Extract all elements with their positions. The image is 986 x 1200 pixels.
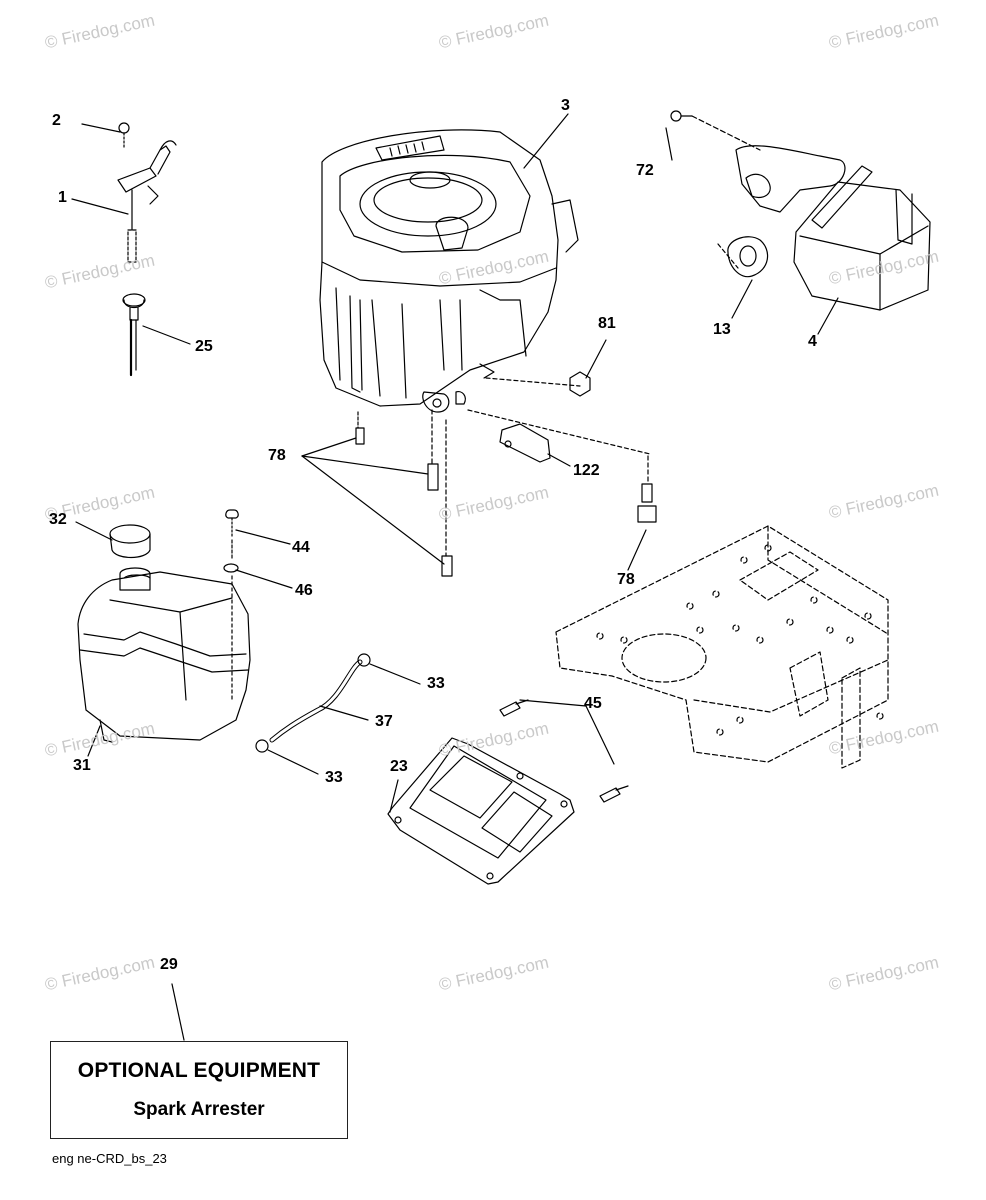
part-label-45: 45 <box>584 695 602 712</box>
chassis-frame-drawing <box>556 526 888 768</box>
part-label-78: 78 <box>268 447 286 464</box>
part-label-33: 33 <box>325 769 343 786</box>
part-label-1: 1 <box>58 189 67 206</box>
part-label-2: 2 <box>52 112 61 129</box>
part-label-46: 46 <box>295 582 313 599</box>
optional-equipment-item: Spark Arrester <box>133 1099 265 1120</box>
part-label-81: 81 <box>598 315 616 332</box>
part-label-37: 37 <box>375 713 393 730</box>
part-label-33: 33 <box>427 675 445 692</box>
drawing-code: eng ne-CRD_bs_23 <box>52 1151 167 1166</box>
part-label-72: 72 <box>636 162 654 179</box>
optional-equipment-leader <box>172 984 184 1040</box>
part-label-31: 31 <box>73 757 91 774</box>
part-label-23: 23 <box>390 758 408 775</box>
part-label-78: 78 <box>617 571 635 588</box>
choke-cable-drawing <box>123 294 190 375</box>
part-label-29: 29 <box>160 956 178 973</box>
heat-shield-drawing <box>388 700 628 884</box>
part-label-25: 25 <box>195 338 213 355</box>
part-label-4: 4 <box>808 333 817 350</box>
part-label-44: 44 <box>292 539 310 556</box>
engine-drawing <box>320 104 650 454</box>
part-label-32: 32 <box>49 511 67 528</box>
part-label-3: 3 <box>561 97 570 114</box>
throttle-control-drawing <box>72 123 176 262</box>
fuel-tank-drawing <box>76 510 292 756</box>
part-label-13: 13 <box>713 321 731 338</box>
fuel-line-drawing <box>256 654 420 774</box>
optional-equipment-box: OPTIONAL EQUIPMENT Spark Arrester <box>50 1041 348 1139</box>
optional-equipment-title: OPTIONAL EQUIPMENT <box>77 1059 321 1082</box>
part-label-122: 122 <box>573 462 600 479</box>
muffler-drawing <box>666 111 930 334</box>
engine-hardware-drawing <box>302 340 656 576</box>
